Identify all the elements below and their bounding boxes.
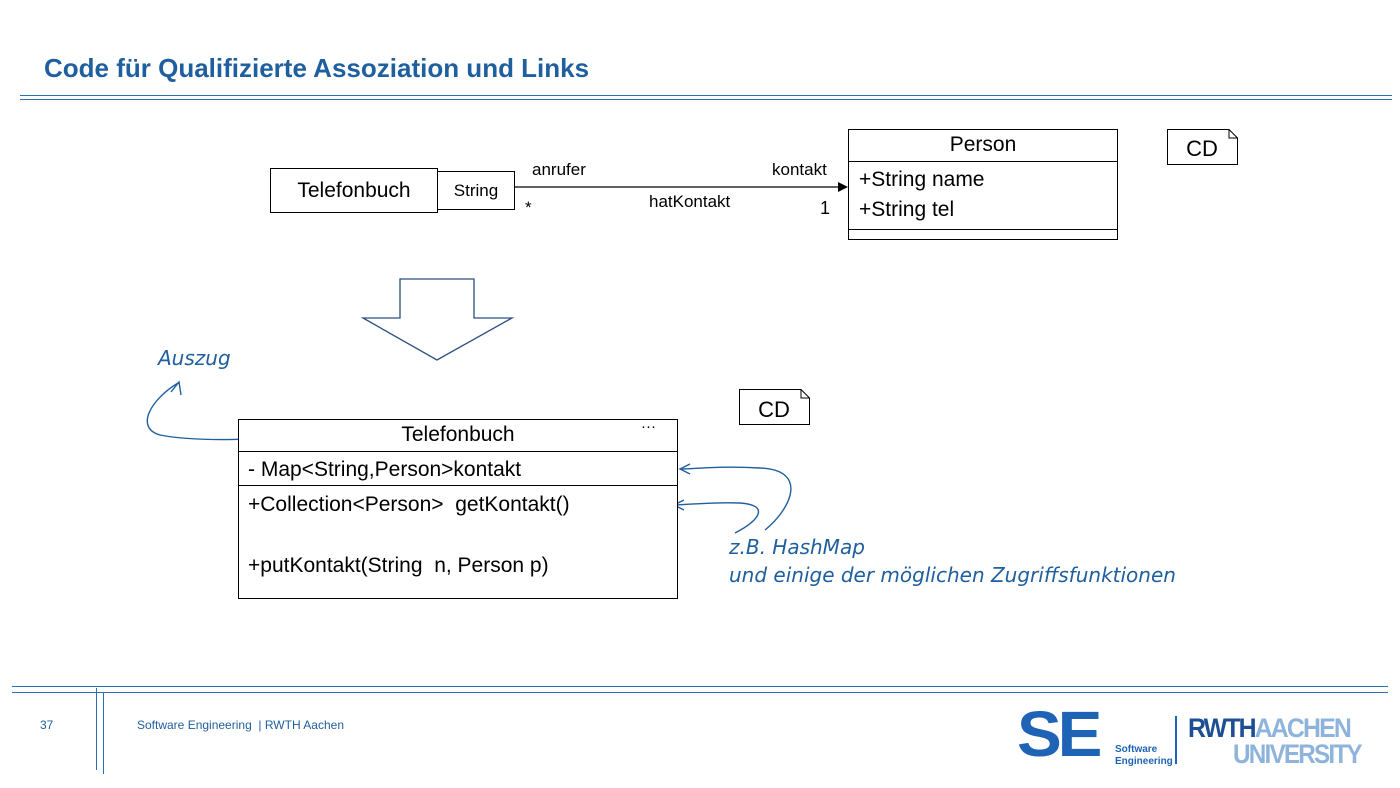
excerpt-annotation: Auszug [158, 346, 231, 370]
class-ellipsis: ··· [641, 418, 656, 435]
cd-tag-2: CD [758, 397, 790, 422]
multiplicity-source: * [525, 198, 532, 217]
rwth-logo-line1: RWTHAACHEN [1188, 713, 1352, 743]
telefonbuch-class-name: Telefonbuch [297, 179, 411, 202]
se-logo: SE [1017, 698, 1102, 770]
se-logo-caption-1: Software [1115, 744, 1158, 755]
note-arrow-method [675, 502, 760, 534]
footer-vrule-2 [103, 692, 104, 774]
rwth-logo-rwth: RWTH [1188, 713, 1257, 743]
excerpt-arrow-tip [170, 380, 182, 396]
multiplicity-target: 1 [820, 198, 831, 218]
rwth-logo-university: UNIVERSITY [1233, 739, 1363, 769]
person-divider-1 [849, 161, 1117, 162]
association-name: hatKontakt [649, 192, 731, 211]
cd-tag-1-frame [1167, 129, 1238, 165]
footer-text: Software Engineering | RWTH Aachen [137, 718, 344, 732]
code-class-divider-1 [239, 451, 677, 452]
person-attribute-name: +String name [859, 168, 985, 191]
role-kontakt: kontakt [772, 160, 827, 179]
note-arrow-attribute [681, 466, 792, 531]
title-rule-top [20, 95, 1392, 96]
title-rule-bottom [20, 99, 1392, 100]
code-class-divider-2 [239, 485, 677, 486]
footer-rule-top [12, 686, 1388, 687]
cd-tag-2-frame [739, 389, 810, 425]
qualifier-box[interactable]: String [437, 171, 515, 210]
telefonbuch-class-box[interactable]: Telefonbuch [270, 168, 438, 213]
person-class-box[interactable]: Person +String name +String tel [848, 129, 1118, 240]
association-arrowhead [838, 182, 848, 192]
note-access-functions: und einige der möglichen Zugriffsfunktio… [729, 563, 1176, 587]
footer-vrule-1 [96, 688, 97, 770]
method-get-kontakt: +Collection<Person> getKontakt() [248, 493, 570, 516]
note-hashmap: z.B. HashMap [729, 535, 865, 559]
qualifier-label: String [453, 181, 499, 200]
se-logo-caption-2: Engineering [1115, 756, 1173, 767]
note-arrow-attribute-tip [678, 463, 691, 475]
slide-title: Code für Qualifizierte Assoziation und L… [44, 53, 590, 83]
person-attribute-tel: +String tel [859, 198, 955, 221]
transform-down-arrow [360, 278, 515, 361]
footer-rule-bottom [12, 692, 1388, 693]
method-put-kontakt: +putKontakt(String n, Person p) [248, 554, 549, 577]
cd-tag-1: CD [1186, 136, 1218, 161]
code-class-name: Telefonbuch [401, 423, 515, 446]
person-class-name: Person [949, 133, 1017, 156]
page-number: 37 [40, 718, 54, 732]
map-attribute: - Map<String,Person>kontakt [248, 458, 522, 481]
rwth-logo-aachen: AACHEN [1254, 713, 1352, 743]
person-divider-2 [849, 229, 1117, 230]
telefonbuch-code-class-box[interactable]: Telefonbuch ··· - Map<String,Person>kont… [238, 418, 678, 599]
logo-separator [1175, 716, 1177, 764]
role-anrufer: anrufer [532, 160, 586, 179]
